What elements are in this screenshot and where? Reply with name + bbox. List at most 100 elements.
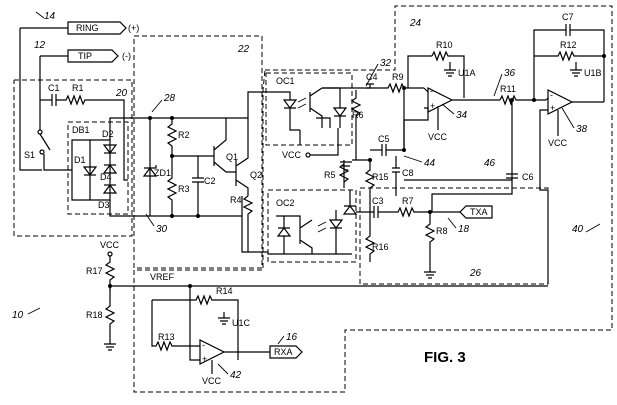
cap-c5 [381, 144, 387, 156]
leader-44 [403, 155, 423, 163]
leader-42 [217, 363, 229, 375]
tip-terminal[interactable] [67, 49, 119, 63]
label-c7: C7 [562, 12, 574, 22]
oc2-return [262, 251, 352, 255]
res-r13 [151, 300, 200, 352]
junction [368, 158, 372, 162]
label-r14: R14 [216, 286, 233, 296]
block-22-regulator: 22 28 30 ZD1 R2 R3 C2 Q1 Q2 R4 [142, 44, 262, 253]
label-q1: Q1 [226, 152, 238, 162]
label-r8: R8 [436, 226, 448, 236]
ring-terminal[interactable] [67, 21, 127, 35]
q2-collector [235, 118, 249, 167]
ref-44: 44 [424, 158, 436, 169]
junction [170, 154, 174, 158]
ref-28: 28 [163, 93, 176, 104]
wire-c7-right [570, 29, 605, 102]
tip-sign: (-) [122, 51, 131, 61]
ref-22: 22 [237, 44, 250, 55]
oc2-transistor [299, 219, 313, 254]
ref-12: 12 [34, 40, 46, 51]
res-r3 [166, 170, 178, 216]
ground-u1a [444, 62, 456, 77]
junction [532, 98, 536, 102]
leader-32 [365, 63, 379, 87]
ring-label: RING [76, 23, 99, 33]
junction [428, 210, 432, 214]
leader-30 [145, 213, 155, 227]
opamp-u1a [427, 87, 454, 113]
label-d1: D1 [74, 155, 86, 165]
u1b-plus-in [539, 97, 549, 284]
label-r16: R16 [372, 242, 389, 252]
u1b-minus: - [550, 90, 553, 100]
res-r7 [378, 206, 460, 218]
junction [510, 98, 514, 102]
bridge-pos-out [109, 117, 150, 140]
label-oc2: OC2 [276, 198, 295, 208]
vcc-u1b: VCC [548, 138, 568, 148]
vcc-div-node [107, 251, 113, 257]
diode-d4 [102, 164, 118, 174]
res-r18 [104, 300, 116, 344]
label-u1a: U1A [458, 68, 476, 78]
res-r5 [338, 163, 350, 183]
label-d3: D3 [98, 200, 110, 210]
u1c-plus-in [189, 286, 200, 361]
leader-18 [447, 217, 457, 229]
label-c4: C4 [366, 72, 378, 82]
leader-28 [151, 99, 163, 113]
label-r3: R3 [178, 184, 190, 194]
oc1-diode [332, 107, 348, 117]
label-db1: DB1 [72, 125, 90, 135]
rail-top [150, 91, 262, 119]
oc2-light [317, 221, 327, 233]
leader-36 [493, 73, 503, 97]
label-c2: C2 [204, 176, 216, 186]
zener-zd1-bar [144, 165, 157, 169]
label-r2: R2 [178, 130, 190, 140]
res-r11 [499, 94, 546, 106]
rxa-terminal[interactable] [269, 345, 303, 359]
res-r2 [166, 118, 178, 170]
cap-c2 [192, 156, 204, 216]
ring-wire [19, 28, 42, 171]
wire-c7-left [533, 29, 566, 100]
label-zd1: ZD1 [154, 168, 171, 178]
res-r14 [152, 294, 239, 360]
ground-r18 [104, 343, 116, 351]
ref-34: 34 [456, 110, 468, 121]
label-c6: C6 [522, 172, 534, 182]
wire-46 [404, 168, 513, 181]
res-r17 [104, 256, 116, 300]
label-s1: S1 [24, 150, 35, 160]
switch-s1-blade[interactable] [39, 133, 51, 151]
u1a-plus: + [430, 101, 435, 111]
junction [108, 284, 112, 288]
res-r6 [350, 90, 362, 160]
wire-vcc-oc [299, 128, 339, 156]
txa-terminal[interactable] [459, 205, 493, 219]
label-d4: D4 [100, 172, 112, 182]
label-r12: R12 [560, 40, 577, 50]
block-outlines [13, 5, 613, 393]
label-r10: R10 [436, 40, 453, 50]
u1c-minus: - [202, 340, 205, 350]
u1c-plus: + [202, 354, 207, 364]
block-24-coupling: 24 32 C4 R9 R5 R15 C5 44 C8 C3 R7 R8 TXA… [324, 18, 534, 279]
ref-36: 36 [504, 68, 516, 79]
label-r5: R5 [324, 170, 336, 180]
label-c3: C3 [372, 196, 384, 206]
outline-26 [359, 187, 549, 285]
label-c1: C1 [48, 83, 60, 93]
junction [188, 284, 192, 288]
oc1-led [282, 99, 298, 109]
cap-c4-body [366, 83, 374, 89]
outline-oc1 [265, 72, 353, 146]
junction [148, 116, 152, 120]
tip-label: TIP [78, 51, 92, 61]
junction [402, 86, 406, 90]
oc2-diode-leads [278, 216, 290, 254]
q2-emitter [235, 179, 249, 196]
